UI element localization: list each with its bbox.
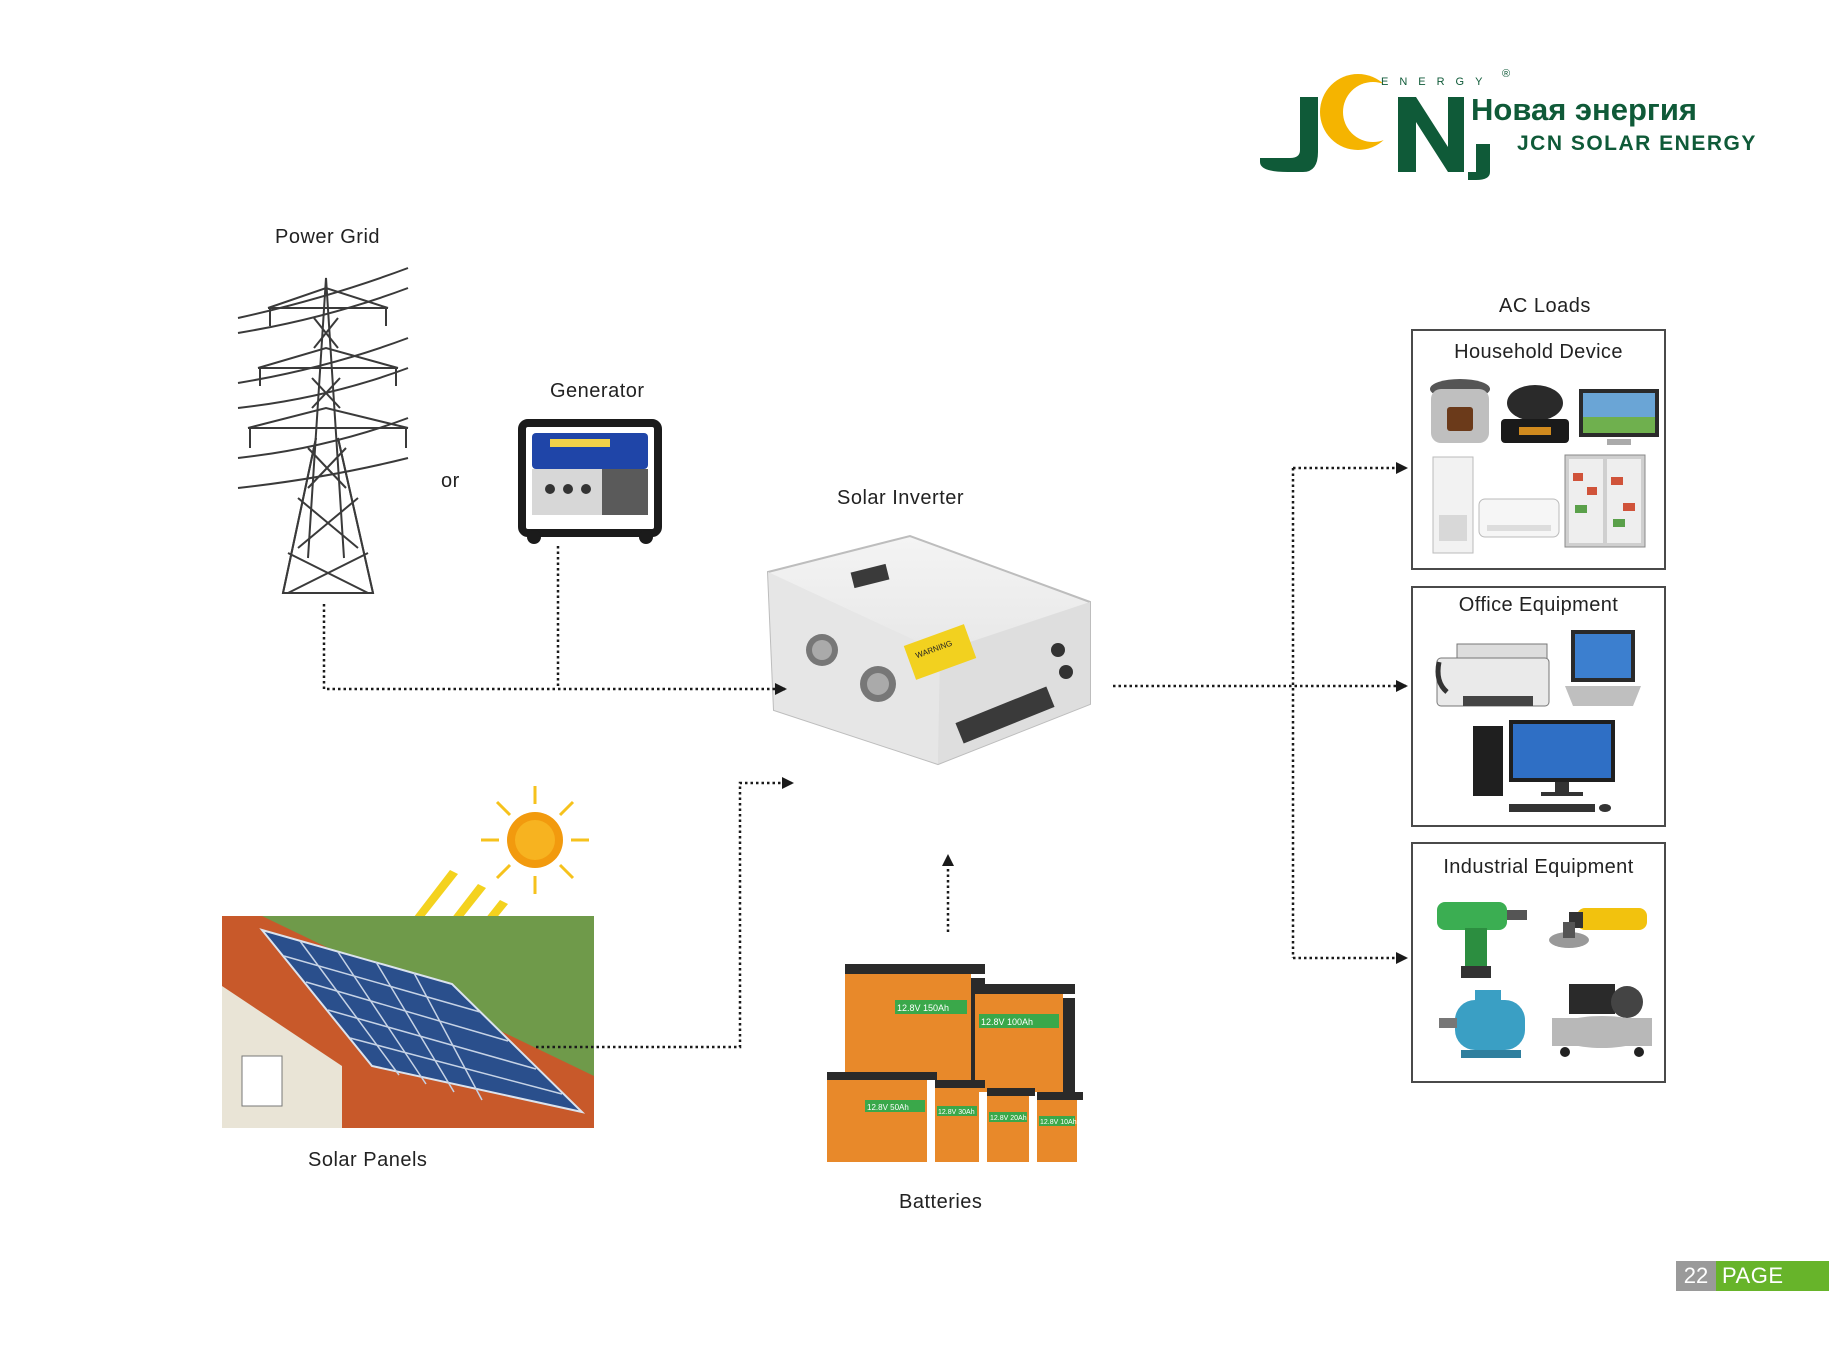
- logo-name-en: JCN SOLAR ENERGY: [1517, 132, 1757, 155]
- battery-label-2: 12.8V 100Ah: [981, 1017, 1033, 1027]
- battery-label-6: 12.8V 10Ah: [1040, 1119, 1077, 1126]
- solar-panels-label: Solar Panels: [308, 1149, 428, 1171]
- generator-label: Generator: [550, 380, 645, 402]
- household-device-title: Household Device: [1454, 341, 1623, 363]
- fax-printer-icon: [1435, 643, 1550, 707]
- ac-loads-label: AC Loads: [1499, 295, 1591, 317]
- power-grid-label: Power Grid: [275, 226, 381, 248]
- batteries-icon: 12.8V 150Ah 12.8V 100Ah 12.8V 50Ah 12.8V…: [827, 964, 1083, 1162]
- logo-energy-text: ENERGY: [1381, 76, 1494, 88]
- page-number: 22: [1676, 1261, 1716, 1291]
- office-equipment-title: Office Equipment: [1458, 594, 1619, 616]
- office-equipment-box: Office Equipment: [1411, 586, 1666, 827]
- solar-inverter-label: Solar Inverter: [837, 487, 965, 509]
- power-tower-icon: [237, 267, 409, 594]
- air-compressor-icon: [1552, 984, 1652, 1057]
- induction-cooker-icon: [1501, 385, 1569, 443]
- angle-grinder-icon: [1549, 908, 1647, 948]
- air-conditioner-icon: [1432, 456, 1560, 554]
- household-device-box: Household Device: [1411, 329, 1666, 570]
- tv-icon: [1579, 389, 1659, 445]
- batteries-label: Batteries: [899, 1191, 983, 1213]
- laptop-icon: [1565, 630, 1641, 706]
- desktop-computer-icon: [1473, 720, 1615, 812]
- battery-label-1: 12.8V 150Ah: [897, 1003, 949, 1013]
- or-label: or: [441, 470, 460, 492]
- industrial-equipment-title: Industrial Equipment: [1443, 856, 1634, 878]
- drill-icon: [1437, 902, 1527, 978]
- refrigerator-icon: [1564, 454, 1646, 548]
- page-indicator: 22 PAGE: [1676, 1261, 1829, 1291]
- logo-name-ru: Новая энергия: [1471, 92, 1697, 127]
- solar-inverter-icon: WARNING: [766, 534, 1091, 766]
- battery-label-5: 12.8V 20Ah: [990, 1115, 1027, 1122]
- solar-roof-icon: [222, 916, 594, 1128]
- logo-mark: [1260, 74, 1490, 180]
- grid-to-inverter-connector: [322, 604, 787, 695]
- solar-to-inverter-connector: [536, 777, 794, 1049]
- electric-motor-icon: [1439, 990, 1525, 1058]
- rice-cooker-icon: [1430, 379, 1490, 443]
- industrial-equipment-box: Industrial Equipment: [1411, 842, 1666, 1083]
- logo-registered: ®: [1502, 68, 1511, 80]
- sun-icon: [481, 786, 589, 894]
- battery-label-4: 12.8V 30Ah: [938, 1109, 975, 1116]
- page-word: PAGE: [1716, 1261, 1829, 1291]
- battery-label-3: 12.8V 50Ah: [867, 1103, 909, 1112]
- generator-icon: [518, 419, 662, 544]
